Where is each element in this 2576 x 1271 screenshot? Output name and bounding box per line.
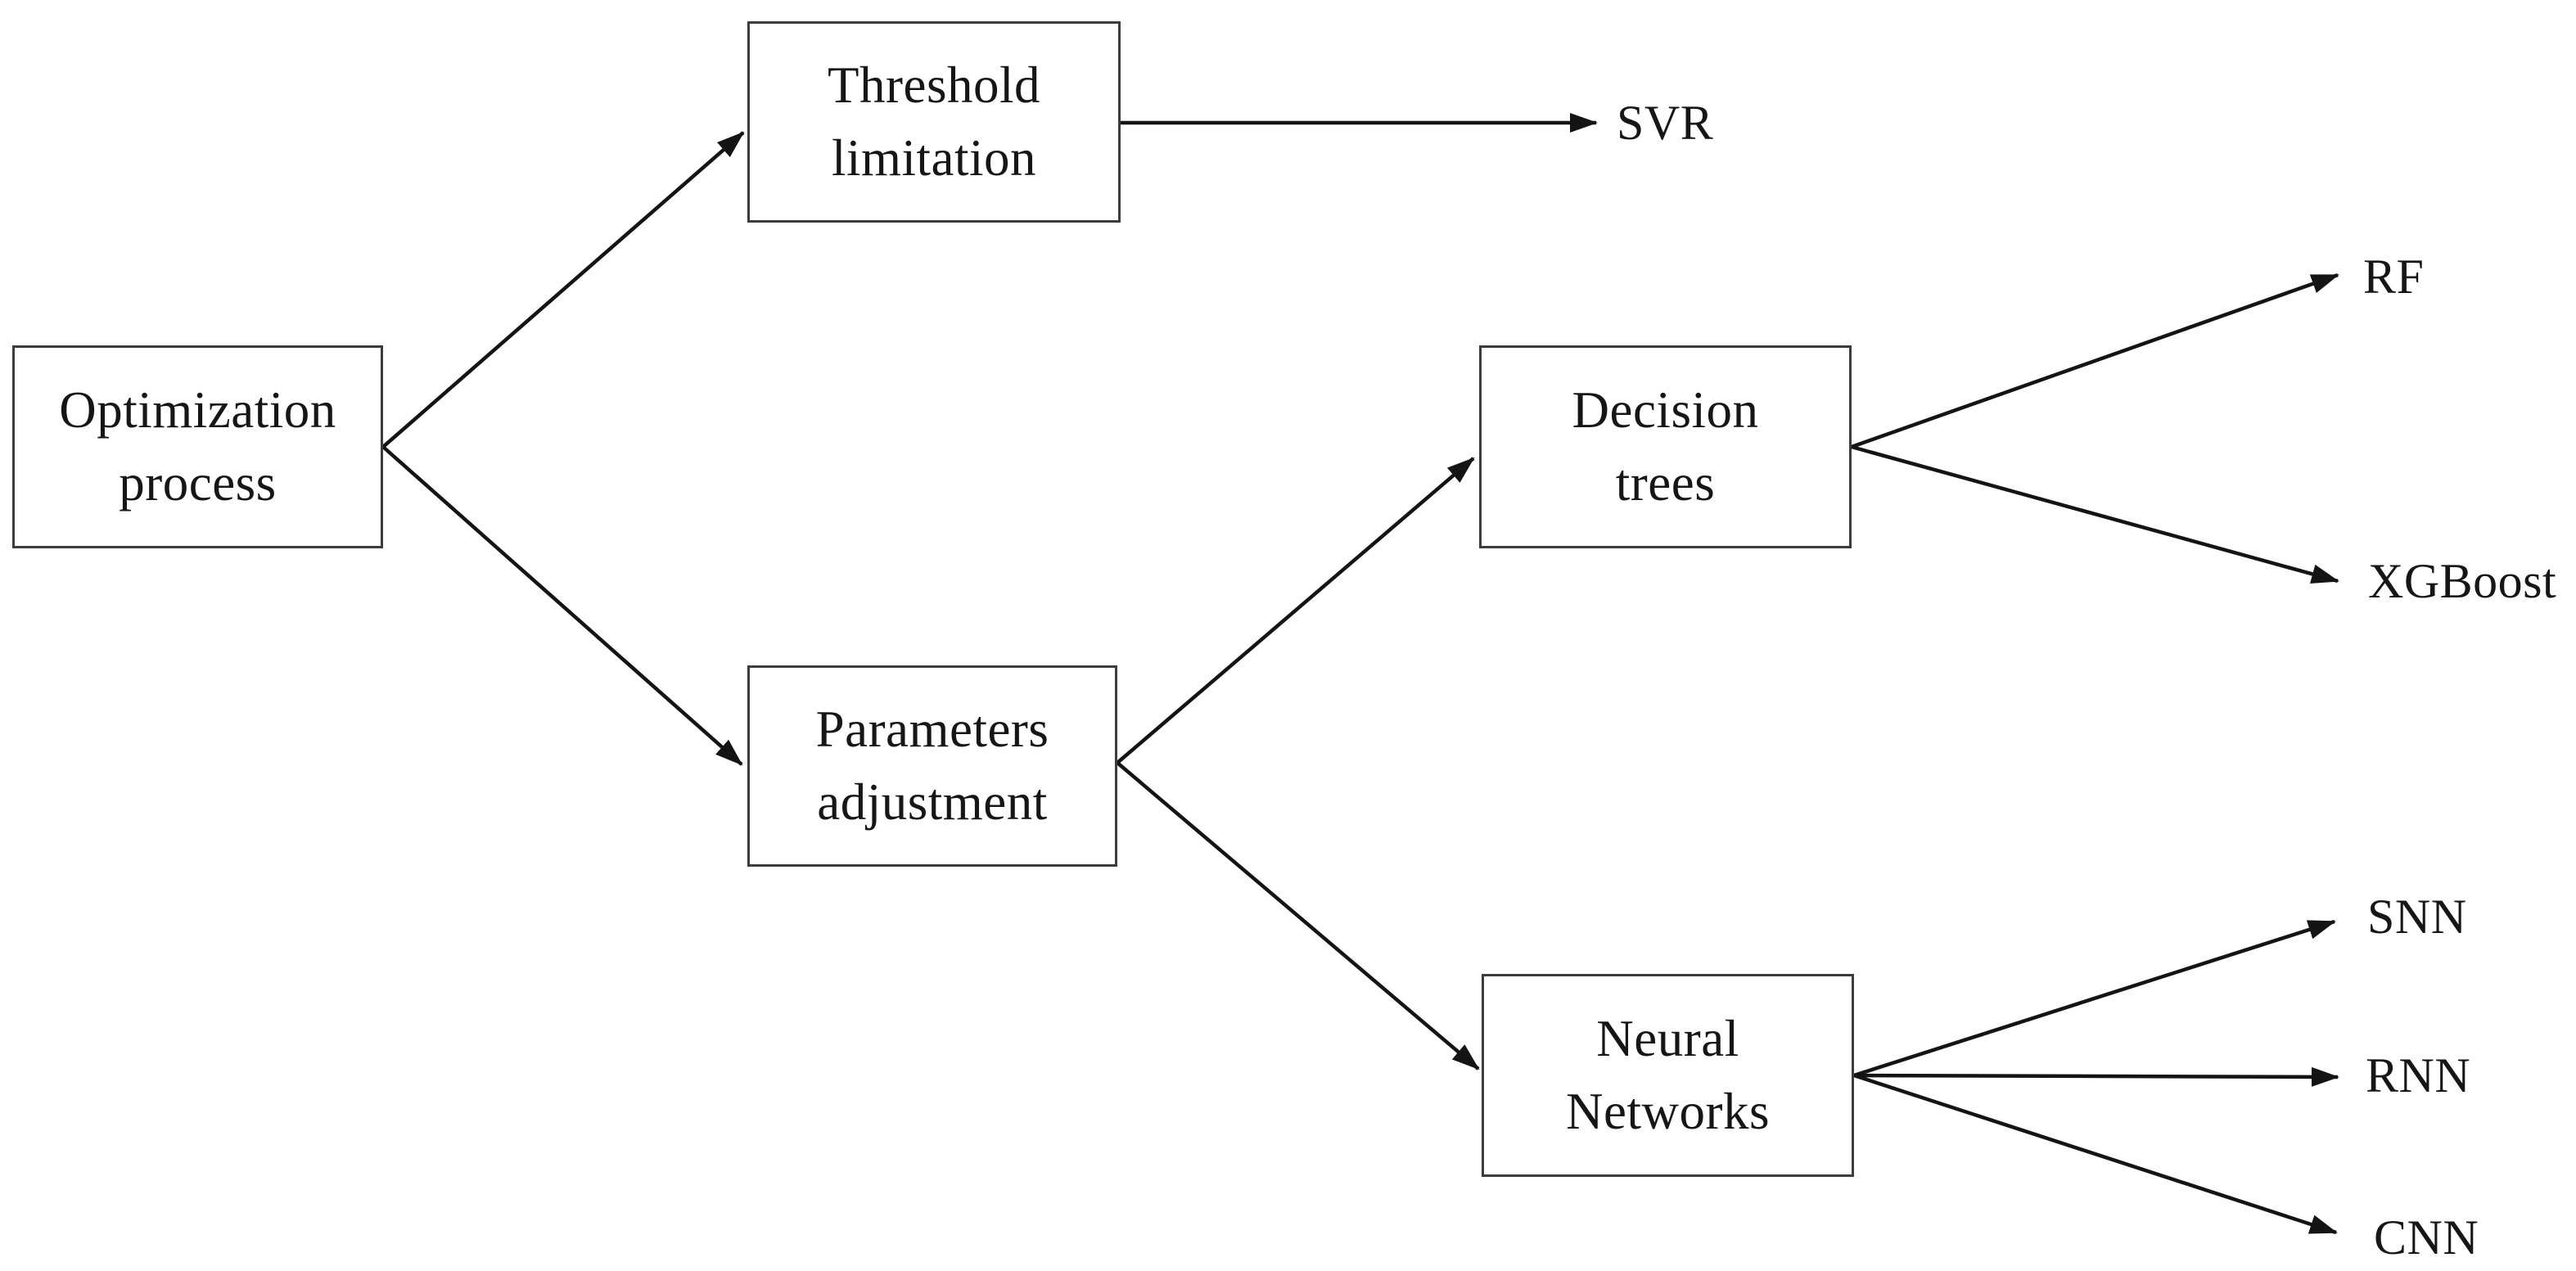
node-threshold-line1: Threshold: [828, 56, 1040, 114]
edge-neural-cnn: [1853, 1073, 2338, 1235]
node-decision-trees: Decision trees: [1479, 345, 1852, 548]
leaf-label-rf: RF: [2363, 250, 2425, 304]
node-parameters-line1: Parameters: [815, 700, 1049, 758]
node-optimization-line2: process: [119, 454, 277, 512]
leaf-label-snn: SNN: [2367, 890, 2467, 944]
node-decision-line2: trees: [1615, 454, 1716, 512]
node-neural-line1: Neural: [1596, 1009, 1739, 1067]
node-threshold-limitation: Threshold limitation: [747, 21, 1121, 223]
node-neural-networks: Neural Networks: [1482, 974, 1854, 1177]
leaf-label-rnn: RNN: [2366, 1048, 2471, 1103]
edge-optimization-parameters: [381, 445, 743, 766]
node-neural-line2: Networks: [1566, 1083, 1770, 1140]
leaf-label-cnn: CNN: [2374, 1210, 2479, 1265]
node-optimization-process: Optimization process: [12, 345, 383, 548]
node-parameters-line2: adjustment: [817, 773, 1048, 831]
leaf-label-xgboost: XGBoost: [2368, 554, 2557, 609]
edge-neural-rnn: [1853, 1066, 2339, 1087]
edge-parameters-decision: [1116, 457, 1475, 764]
leaf-label-svr: SVR: [1617, 96, 1714, 151]
node-parameters-adjustment: Parameters adjustment: [747, 665, 1117, 867]
edge-neural-snn: [1853, 919, 2336, 1078]
edge-parameters-neural: [1116, 761, 1480, 1070]
node-threshold-line2: limitation: [832, 129, 1036, 187]
node-optimization-line1: Optimization: [59, 381, 336, 439]
edge-decision-rf: [1851, 273, 2339, 449]
edge-decision-xgboost: [1851, 444, 2339, 584]
node-decision-line1: Decision: [1572, 381, 1759, 439]
edge-optimization-threshold: [381, 131, 745, 448]
